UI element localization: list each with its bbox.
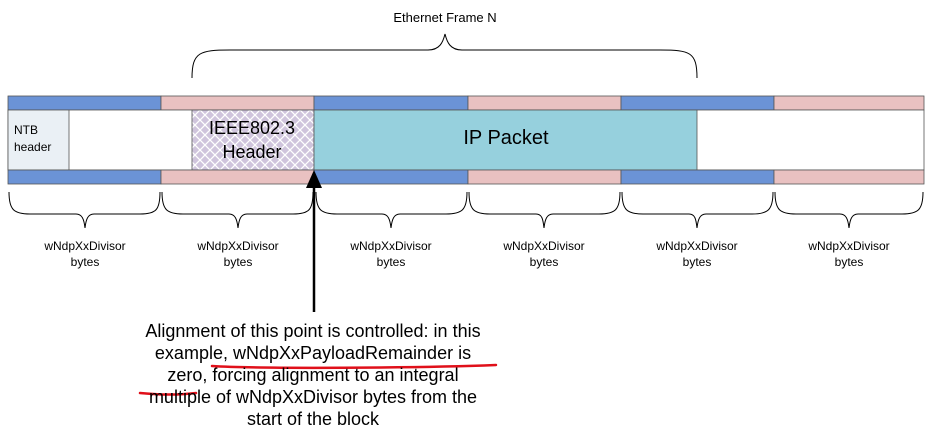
divisor-label-line: wNdpXxDivisor (350, 239, 432, 253)
divisor-brace (621, 191, 774, 229)
alignment-arrow-head (306, 170, 322, 188)
ieee-header-line: Header (222, 142, 282, 162)
divisor-brace (315, 191, 468, 229)
segment-blue (313, 95, 469, 111)
divisor-brace (774, 191, 924, 229)
caption-line: zero, forcing alignment to an integral (167, 365, 459, 385)
divisor-brace (161, 191, 314, 229)
ethernet-frame-brace (191, 33, 698, 79)
ntb-header-line: header (14, 140, 52, 154)
divisor-label-line: bytes (682, 255, 712, 269)
divisor-label: wNdpXxDivisor bytes (779, 238, 919, 270)
divisor-label-line: wNdpXxDivisor (197, 239, 279, 253)
ip-packet-box (313, 109, 698, 171)
divisor-braces (8, 191, 924, 229)
segment-blue (313, 169, 469, 185)
segment-pink (160, 95, 315, 111)
segment-blue (620, 95, 775, 111)
divisor-label-line: bytes (70, 255, 100, 269)
segment-blue (620, 169, 775, 185)
divisor-label-line: bytes (834, 255, 864, 269)
divisor-label-line: wNdpXxDivisor (44, 239, 126, 253)
segment-pink (467, 95, 622, 111)
top-segment-strip (7, 95, 925, 111)
divisor-label: wNdpXxDivisor bytes (474, 238, 614, 270)
divisor-label-line: wNdpXxDivisor (808, 239, 890, 253)
ieee-header-label: IEEE802.3 Header (190, 116, 314, 164)
divisor-label-line: bytes (223, 255, 253, 269)
caption-line: multiple of wNdpXxDivisor bytes from the (148, 387, 478, 407)
divisor-label: wNdpXxDivisor bytes (627, 238, 767, 270)
ntb-header-label: NTB header (14, 122, 66, 156)
ip-packet-label: IP Packet (463, 127, 549, 149)
caption-underlines (138, 363, 498, 396)
divisor-label-line: wNdpXxDivisor (503, 239, 585, 253)
ntb-header-box (7, 109, 70, 171)
ethernet-frame-title: Ethernet Frame N (393, 10, 497, 25)
divisor-brace (8, 191, 161, 229)
divisor-label: wNdpXxDivisor bytes (15, 238, 155, 270)
segment-blue (7, 169, 162, 185)
segment-pink (160, 169, 315, 185)
alignment-caption: Alignment of this point is controlled: i… (80, 320, 546, 430)
divisor-label-line: bytes (529, 255, 559, 269)
divisor-label-line: bytes (376, 255, 406, 269)
divisor-brace (468, 191, 621, 229)
ieee-header-line: IEEE802.3 (208, 118, 296, 138)
segment-blue (7, 95, 162, 111)
ntb-header-line: NTB (14, 123, 38, 137)
caption-line: example, wNdpXxPayloadRemainder is (154, 343, 472, 363)
segment-pink (773, 169, 925, 185)
caption-line: start of the block (246, 409, 380, 429)
ieee-header-box (191, 109, 315, 171)
divisor-label: wNdpXxDivisor bytes (321, 238, 461, 270)
segment-pink (467, 169, 622, 185)
segment-pink (773, 95, 925, 111)
divisor-label: wNdpXxDivisor bytes (168, 238, 308, 270)
bottom-segment-strip (7, 169, 925, 185)
divisor-label-line: wNdpXxDivisor (656, 239, 738, 253)
caption-line: Alignment of this point is controlled: i… (145, 321, 481, 341)
